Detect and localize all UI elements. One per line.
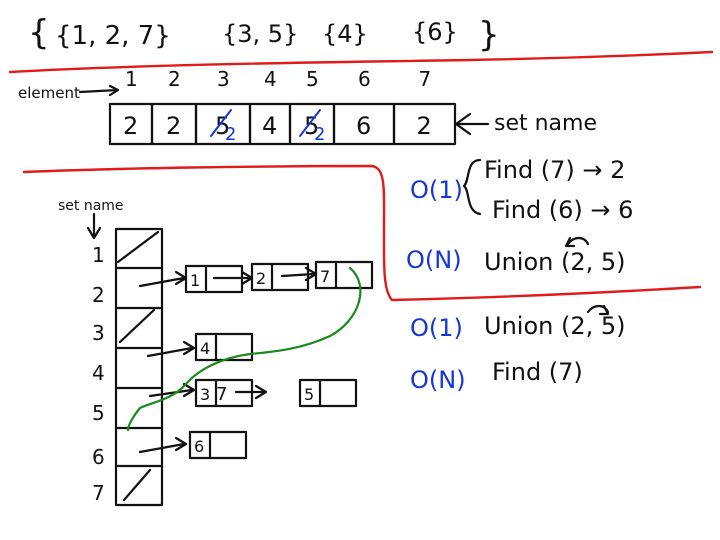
corrected-value: 2	[225, 124, 236, 145]
union-top-line: Union (2, 5)	[484, 248, 626, 276]
set-4: {4}	[322, 20, 368, 48]
header-down-arrow	[86, 212, 102, 240]
array-value: 5	[304, 112, 319, 140]
array-value: 2	[123, 112, 138, 140]
list-row-label: 3	[92, 321, 105, 345]
red-divider-bottom	[22, 164, 702, 302]
union-bottom-arc	[586, 304, 610, 316]
union-bottom-line: Union (2, 5)	[484, 312, 626, 340]
list-node-value: 4	[200, 339, 210, 358]
array-index: 6	[358, 67, 371, 91]
cost-find-top: O(1)	[410, 176, 463, 204]
list-row-label: 2	[92, 283, 105, 307]
array-value: 4	[262, 112, 277, 140]
sets-line: { {1, 2, 7} {3, 5} {4} {6} }	[28, 13, 500, 55]
list-row-label: 5	[92, 401, 105, 425]
array-index: 5	[306, 67, 319, 91]
corrected-value: 2	[314, 124, 325, 145]
list-node-value: 5	[304, 385, 314, 404]
find-bottom-line: Find (7)	[492, 358, 583, 386]
strikeout-mark	[299, 109, 321, 137]
array-indices: 1 2 3 4 5 6 7	[125, 67, 431, 91]
array-value: 2	[417, 112, 432, 140]
array-index: 3	[217, 67, 230, 91]
element-label: element	[18, 84, 80, 102]
find-6-line: Find (6) → 6	[492, 196, 633, 224]
set-6: {6}	[412, 18, 458, 46]
row5-pointer	[148, 382, 196, 398]
set-1-2-7: {1, 2, 7}	[55, 21, 171, 51]
list-row-label: 6	[92, 445, 105, 469]
complexity-notes: O(1) Find (7) → 2 Find (6) → 6 O(N) Unio…	[406, 156, 633, 394]
find-brace	[462, 158, 482, 216]
array-index: 2	[168, 67, 181, 91]
union-link-curve	[126, 266, 362, 432]
list-node-value: 7	[320, 267, 330, 286]
list-node-value: 7	[216, 384, 227, 405]
list-node-value: 3	[200, 385, 210, 404]
array-index: 7	[419, 67, 432, 91]
row4-pointer	[146, 340, 196, 358]
list-node	[298, 378, 358, 408]
row6-pointer	[138, 436, 188, 454]
array-value: 6	[356, 112, 371, 140]
set-3-5: {3, 5}	[222, 20, 298, 48]
set-name-arrow	[454, 112, 490, 136]
find-7-line: Find (7) → 2	[484, 156, 625, 184]
list-node-value: 6	[194, 437, 204, 456]
list-set-name-header: set name	[58, 198, 124, 214]
outer-open-brace: {	[28, 13, 50, 53]
list-row-label: 1	[92, 243, 105, 267]
array-index: 1	[125, 67, 138, 91]
set-name-label: set name	[494, 111, 597, 136]
list-node-value: 2	[256, 269, 266, 288]
list-node	[188, 430, 248, 460]
array-index: 4	[264, 67, 277, 91]
list-node-value: 1	[190, 271, 200, 290]
node-1-to-2-arrow	[212, 270, 254, 286]
cost-union-bottom: O(1)	[410, 314, 463, 342]
list-row-label: 4	[92, 361, 105, 385]
list-row-labels: 1 2 3 4 5 6 7	[92, 243, 105, 505]
node-2-to-7-arrow	[280, 266, 318, 282]
red-divider-top	[8, 50, 714, 74]
list-row-label: 7	[92, 481, 105, 505]
node-3-to-5-arrow	[234, 384, 268, 400]
set-name-column	[114, 227, 164, 507]
union-top-arc	[564, 236, 590, 248]
outer-close-brace: }	[478, 15, 500, 55]
array-value: 5	[215, 112, 230, 140]
cost-find-bottom: O(N)	[410, 366, 466, 394]
element-arrow	[78, 84, 120, 97]
strikeout-mark	[210, 109, 232, 137]
array-value: 2	[166, 112, 181, 140]
cost-union-top: O(N)	[406, 246, 462, 274]
